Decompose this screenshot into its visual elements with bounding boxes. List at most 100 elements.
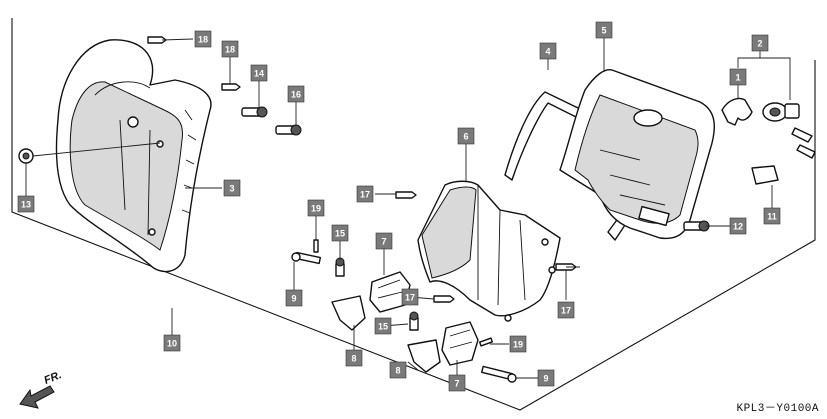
diagram-code: KPL3－Y0100A [736, 403, 819, 415]
callout-c3: 3 [223, 179, 241, 197]
screw-15-top [335, 257, 345, 277]
callout-box [17, 195, 35, 213]
callout-c12: 12 [729, 217, 747, 235]
callout-label: 7 [454, 379, 459, 389]
callout-box [285, 289, 303, 307]
bolt-12 [683, 220, 710, 232]
callout-label: 5 [601, 26, 606, 36]
callout-box [356, 185, 374, 203]
callout-box [331, 224, 349, 242]
callout-box [345, 349, 363, 367]
callout-box [537, 369, 555, 387]
forward-arrow-icon [19, 385, 55, 409]
callout-box [401, 288, 419, 306]
callout-c17c: 17 [557, 301, 575, 319]
callout-box [307, 199, 325, 217]
leader-lines [25, 37, 791, 379]
callout-label: 2 [757, 39, 762, 49]
callout-c1: 1 [729, 68, 747, 86]
bolt-16 [275, 124, 302, 136]
callout-box [250, 64, 268, 82]
callout-label: 17 [360, 190, 370, 200]
bolt-9-left [291, 251, 322, 265]
callout-box [729, 217, 747, 235]
part-bracket-lower [441, 321, 479, 366]
bolt-14 [241, 106, 268, 118]
callout-c2: 2 [751, 34, 769, 52]
callout-box [509, 335, 527, 353]
part-center-duct [417, 180, 561, 322]
callout-c15b: 15 [374, 317, 392, 335]
callout-box [751, 34, 769, 52]
callout-label: 8 [395, 366, 400, 376]
callout-label: 8 [351, 354, 356, 364]
callout-c18a: 18 [194, 30, 212, 48]
screw-18-top [147, 36, 167, 44]
callout-box [595, 21, 613, 39]
callout-label: 7 [381, 237, 386, 247]
callout-c14: 14 [250, 64, 268, 82]
callout-box [557, 301, 575, 319]
bolt-9-right [481, 365, 517, 383]
callout-c13: 13 [17, 195, 35, 213]
callout-c16: 16 [287, 85, 305, 103]
callout-label: 10 [167, 339, 177, 349]
callout-label: 1 [735, 73, 740, 83]
assembly-outline [11, 18, 816, 411]
callout-c6: 6 [457, 127, 475, 145]
callout-c7b: 7 [448, 374, 466, 392]
callout-label: 18 [225, 45, 235, 55]
callout-box [457, 127, 475, 145]
callout-box [374, 317, 392, 335]
callout-label: 19 [311, 204, 321, 214]
callout-box [448, 374, 466, 392]
callout-label: 19 [513, 340, 523, 350]
part-lock-cover [721, 97, 753, 126]
callout-label: 3 [229, 184, 234, 194]
callout-box [729, 68, 747, 86]
callout-c17a: 17 [356, 185, 374, 203]
callout-label: 9 [543, 374, 548, 384]
callout-label: 12 [733, 222, 743, 232]
callout-c10: 10 [163, 334, 181, 352]
callout-c4: 4 [539, 42, 557, 60]
callout-label: 13 [21, 200, 31, 210]
callout-box [163, 334, 181, 352]
callout-c17b: 17 [401, 288, 419, 306]
pin-19-left [313, 239, 319, 253]
callout-c19b: 19 [509, 335, 527, 353]
callout-label: 17 [561, 306, 571, 316]
callout-box [223, 179, 241, 197]
nut-13 [18, 148, 34, 164]
callout-c9b: 9 [537, 369, 555, 387]
callout-label: 18 [198, 35, 208, 45]
callout-label: 6 [463, 132, 468, 142]
callout-label: 17 [405, 293, 415, 303]
part-inner-cover [55, 39, 212, 273]
callout-label: 11 [767, 212, 777, 222]
callout-c5: 5 [595, 21, 613, 39]
part-label [751, 165, 779, 185]
part-lock-set [762, 102, 816, 159]
pin-19-right [478, 337, 494, 347]
callout-c15a: 15 [331, 224, 349, 242]
callout-box [375, 232, 393, 250]
callout-box [221, 40, 239, 58]
screw-18-side [221, 83, 241, 91]
callout-label: 15 [378, 322, 388, 332]
callout-c9a: 9 [285, 289, 303, 307]
screw-15-bottom [409, 311, 419, 331]
callout-label: 4 [545, 47, 550, 57]
callout-box [539, 42, 557, 60]
callout-box [763, 207, 781, 225]
callout-layer: 1234567788991011121314151516171717181819… [17, 21, 781, 392]
callout-label: 9 [291, 294, 296, 304]
callout-c8b: 8 [389, 361, 407, 379]
callout-label: 15 [335, 229, 345, 239]
screw-17-a [395, 191, 417, 199]
callout-c18b: 18 [221, 40, 239, 58]
callout-label: 16 [291, 90, 301, 100]
part-stay-lower [407, 339, 441, 373]
callout-label: 14 [254, 69, 264, 79]
